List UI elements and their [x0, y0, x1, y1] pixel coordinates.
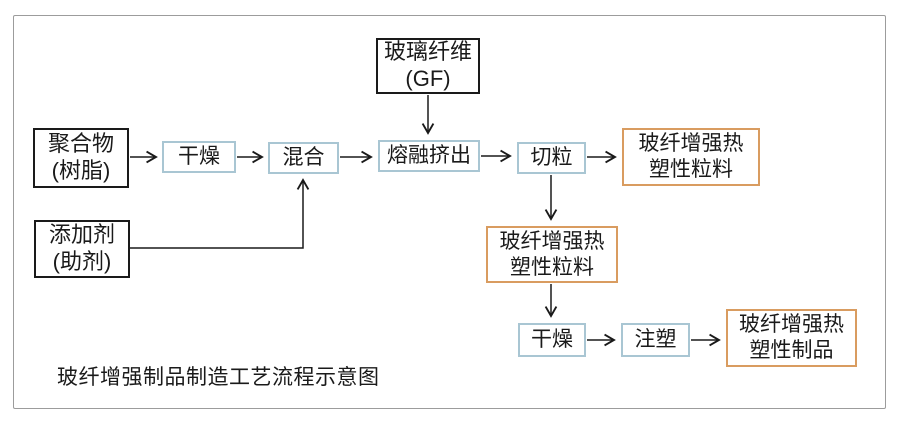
node-label: 玻纤增强热 — [499, 229, 605, 253]
node-label: 玻璃纤维 — [383, 39, 472, 65]
node-mixing: 混合 — [268, 142, 339, 174]
node-label: 聚合物 — [47, 131, 114, 157]
node-label: (树脂) — [51, 158, 111, 183]
node-label: 玻纤增强热 — [739, 313, 844, 337]
node-glass-fiber: 玻璃纤维 (GF) — [376, 38, 480, 94]
node-gf-product: 玻纤增强热 塑性制品 — [726, 309, 857, 367]
node-label: 混合 — [282, 146, 325, 170]
node-injection-molding: 注塑 — [621, 323, 690, 357]
node-label: 干燥 — [178, 145, 220, 169]
node-label: 塑性制品 — [749, 339, 834, 362]
node-pelletizing: 切粒 — [517, 142, 586, 174]
node-additive: 添加剂 (助剂) — [34, 220, 130, 278]
node-drying-1: 干燥 — [162, 141, 236, 173]
node-gf-pellets-right: 玻纤增强热 塑性粒料 — [622, 128, 760, 186]
node-melt-extrusion: 熔融挤出 — [378, 140, 480, 172]
node-label: 塑性粒料 — [510, 255, 594, 279]
diagram-frame — [13, 15, 886, 409]
node-label: 添加剂 — [48, 222, 115, 248]
node-label: 熔融挤出 — [387, 144, 471, 168]
node-label: 干燥 — [531, 328, 573, 352]
node-label: 注塑 — [634, 328, 677, 352]
node-polymer: 聚合物 (树脂) — [33, 128, 129, 188]
node-label: 玻纤增强热 — [638, 132, 744, 156]
node-label: (助剂) — [52, 249, 112, 274]
node-label: 切粒 — [530, 146, 573, 170]
node-label: (GF) — [405, 66, 451, 91]
node-drying-2: 干燥 — [518, 323, 586, 357]
node-label: 塑性粒料 — [649, 158, 733, 181]
diagram-caption: 玻纤增强制品制造工艺流程示意图 — [57, 366, 380, 389]
node-gf-pellets-mid: 玻纤增强热 塑性粒料 — [486, 226, 618, 283]
